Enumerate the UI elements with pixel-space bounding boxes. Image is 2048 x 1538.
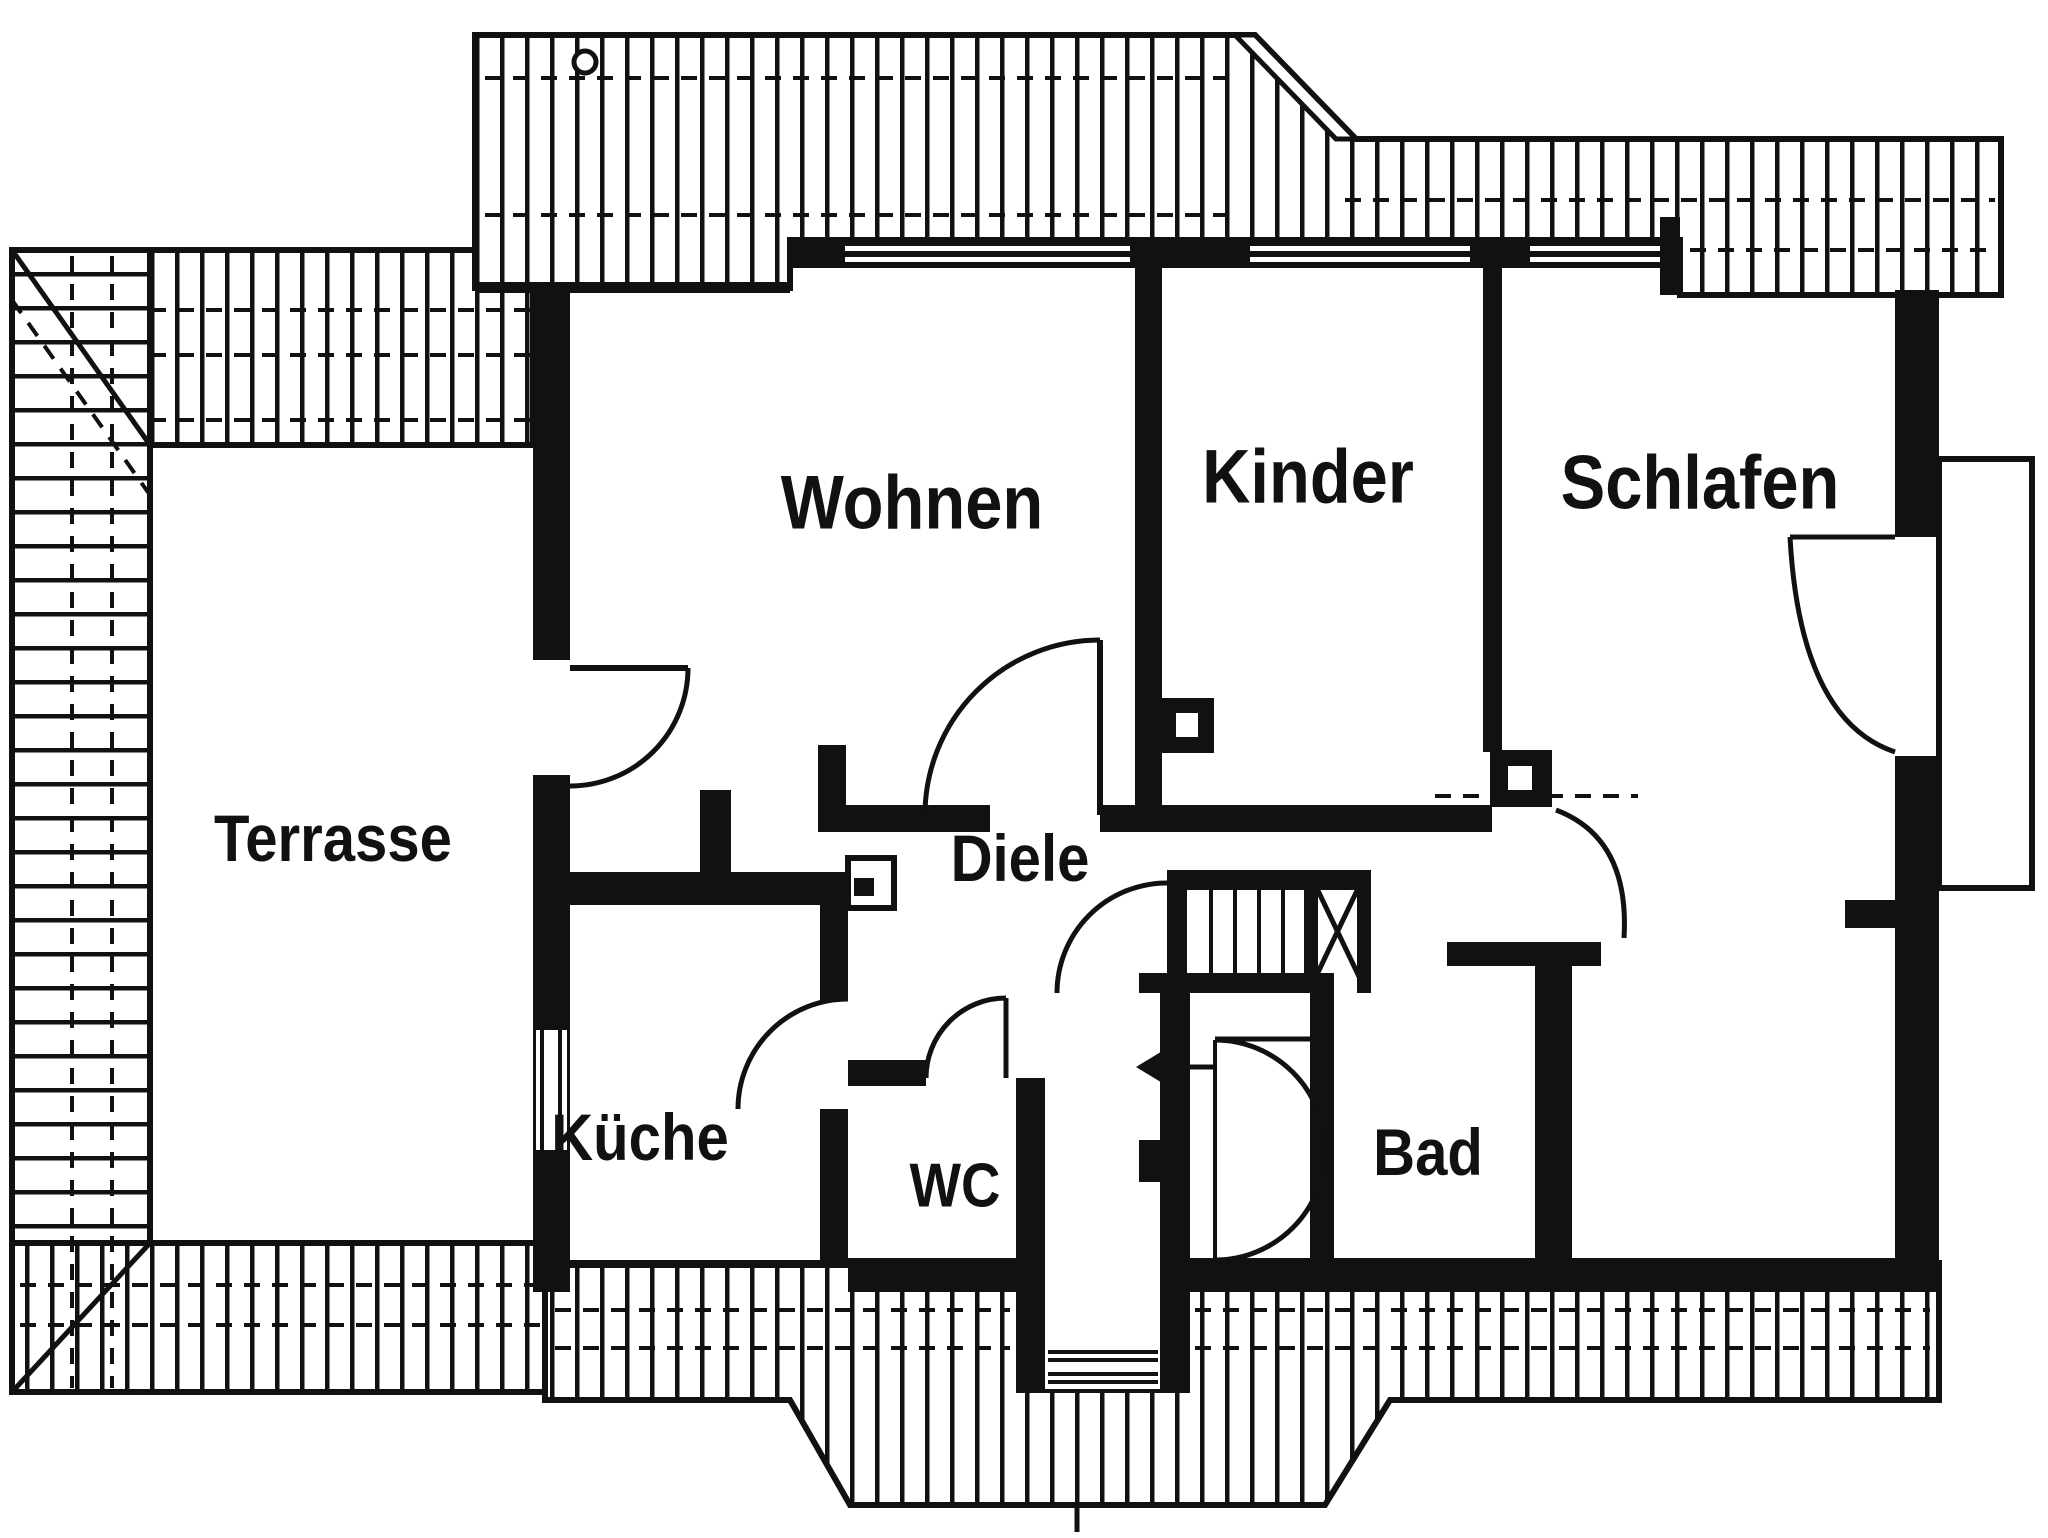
entry-steps (1016, 1350, 1190, 1393)
doors (569, 534, 1896, 1263)
room-label-kueche: Küche (551, 1100, 729, 1174)
door-hall-southeast (1435, 794, 1638, 939)
staircase (1139, 870, 1371, 993)
roof-vent-mark (571, 48, 599, 76)
shaft-boxes (845, 698, 1214, 911)
door-wohnen-west (569, 665, 691, 789)
room-label-wc: WC (909, 1151, 1001, 1221)
room-label-diele: Diele (950, 821, 1090, 895)
door-diele-vestibule (1054, 880, 1168, 994)
balcony-box (1936, 456, 2035, 891)
roof-hatch-left-region (9, 247, 548, 1395)
walls (533, 217, 1939, 1391)
roof-hatch-bottom-band (542, 1259, 1942, 1532)
room-label-kinder: Kinder (1202, 434, 1414, 520)
door-kueche (735, 996, 849, 1110)
entrance-door (1136, 1036, 1328, 1263)
door-wohnen-diele (922, 637, 1103, 816)
room-label-terrasse: Terrasse (214, 801, 452, 875)
door-wc (923, 995, 1009, 1079)
room-label-schlafen: Schlafen (1560, 440, 1840, 526)
door-schlafen-balcony (1787, 534, 1896, 755)
room-label-wohnen: Wohnen (780, 460, 1044, 546)
room-label-bad: Bad (1373, 1115, 1483, 1189)
